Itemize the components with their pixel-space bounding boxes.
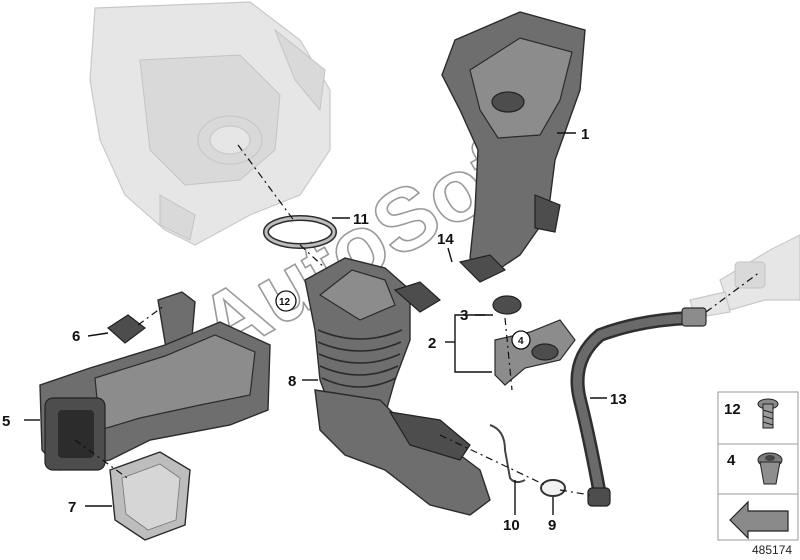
- arrow-icon: [729, 500, 789, 540]
- fastener-legend: 12 4: [717, 391, 799, 541]
- part-mount-bracket-assembly: [492, 295, 576, 386]
- assembly-line-grommet: [504, 317, 513, 391]
- part-intake-snorkel: [441, 11, 586, 276]
- grommet-icon: [757, 452, 783, 485]
- callout-12-circle: 12: [275, 290, 297, 312]
- callout-3: 3: [460, 307, 468, 324]
- ghost-air-filter-housing: [89, 1, 331, 246]
- part-o-ring: [540, 479, 566, 497]
- part-vent-hose: [570, 307, 707, 507]
- part-intake-hose: [304, 257, 491, 516]
- callout-4-circle: 4: [511, 330, 531, 350]
- assembly-line-airbox-clamp: [237, 144, 296, 223]
- legend-label-4: 4: [727, 452, 736, 469]
- diagram-number: 485174: [752, 543, 792, 557]
- assembly-line-throttle: [705, 271, 761, 313]
- callout-2: 2: [428, 335, 436, 352]
- callout-14: 14: [437, 231, 454, 248]
- assembly-line-clamp-hose: [299, 244, 326, 269]
- callout-7: 7: [68, 499, 76, 516]
- assembly-line-hose-clip: [439, 434, 546, 486]
- callout-4: 4: [518, 336, 524, 347]
- part-hose-clamp: [263, 215, 337, 249]
- assembly-line-vent-hose: [559, 489, 591, 496]
- callout-8: 8: [288, 373, 296, 390]
- callout-13: 13: [610, 391, 627, 408]
- callout-11: 11: [353, 211, 369, 228]
- part-wire-clip: [489, 424, 526, 484]
- assembly-line-grille: [74, 439, 131, 481]
- callout-5: 5: [2, 413, 10, 430]
- callout-6: 6: [72, 328, 80, 345]
- callout-12: 12: [279, 297, 291, 308]
- part-bracket-pin: [458, 254, 507, 283]
- callout-1: 1: [581, 126, 589, 143]
- ghost-throttle-connection: [689, 234, 800, 319]
- bolt-icon: [757, 398, 779, 429]
- callout-10: 10: [503, 517, 520, 534]
- part-filter-grille: [109, 451, 191, 541]
- part-air-duct: [39, 321, 271, 471]
- assembly-line-pad: [137, 304, 166, 326]
- part-foam-pad: [107, 314, 146, 344]
- legend-label-12: 12: [724, 401, 741, 418]
- callout-9: 9: [548, 517, 556, 534]
